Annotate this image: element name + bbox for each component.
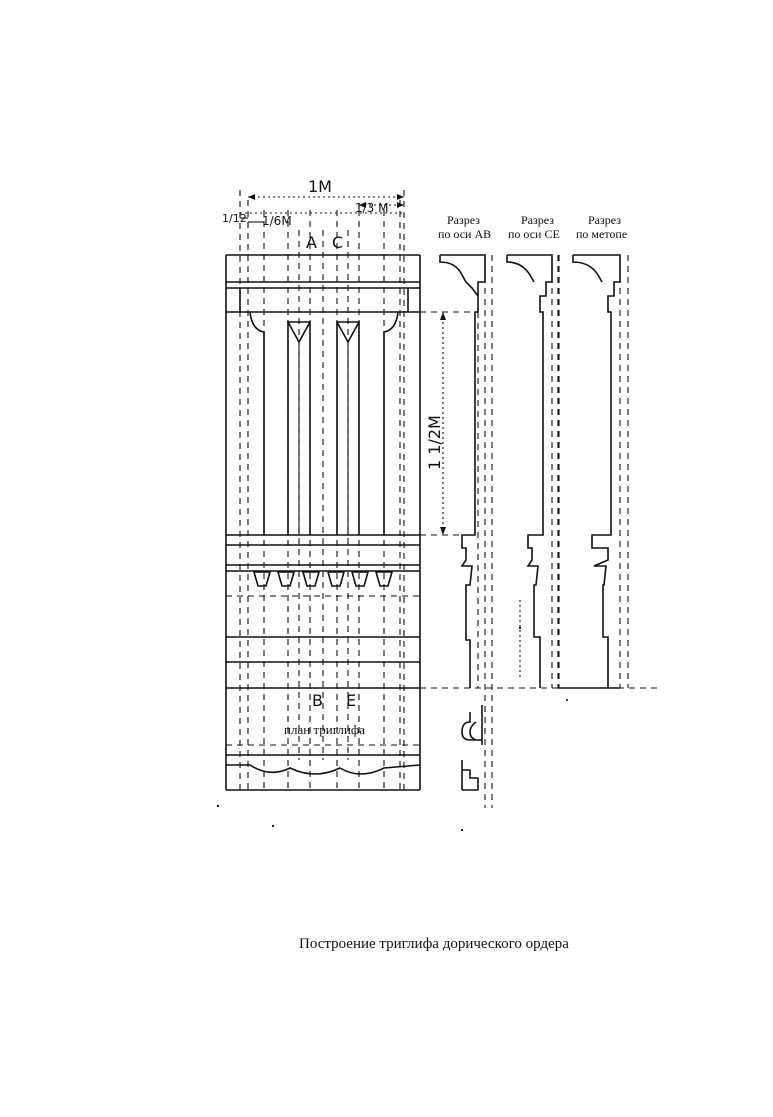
section-ce-title: Разрез [521, 213, 554, 227]
dim-module: 1M [308, 177, 332, 196]
axis-label-e: E [346, 691, 356, 710]
plan-label: план триглифа [284, 722, 365, 737]
dim-one-twelfth: 1/12 [222, 212, 247, 225]
dim-height: 1 1/2M [425, 415, 444, 470]
section-metope [557, 254, 629, 689]
section-ce-subtitle: по оси СЕ [508, 227, 560, 241]
axis-label-b: B [312, 691, 323, 710]
axis-label-a: A [306, 233, 317, 252]
section-metope-title: Разрез [588, 213, 621, 227]
section-ab-title: Разрез [447, 213, 480, 227]
section-ce [506, 254, 560, 688]
section-ab [439, 254, 493, 808]
figure-caption: Построение триглифа дорического ордера [299, 936, 569, 952]
dim-one-sixth: 1/6M [262, 214, 292, 228]
section-metope-subtitle: по метопе [576, 227, 627, 241]
paper-specks [216, 626, 568, 832]
section-ab-subtitle: по оси АВ [438, 227, 491, 241]
front-elevation [225, 190, 660, 791]
dim-one-third: 1/3 M [355, 201, 388, 215]
axis-label-c: C [332, 233, 343, 252]
dimension-lines [240, 194, 446, 535]
